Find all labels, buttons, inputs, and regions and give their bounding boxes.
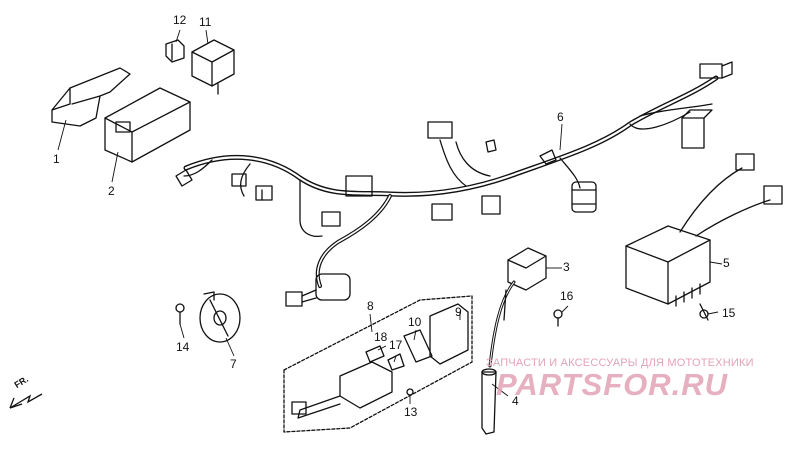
watermark-caption: ЗАПЧАСТИ И АКСЕССУАРЫ ДЛЯ МОТОТЕХНИКИ (486, 357, 754, 369)
label-part-1: 1 (53, 152, 60, 166)
part-16-bolt (553, 309, 563, 327)
part-15-bolt (699, 303, 709, 321)
part-1-bracket (51, 67, 131, 127)
label-part-9: 9 (455, 305, 462, 319)
leader-lines (57, 29, 723, 404)
label-part-13: 13 (404, 405, 418, 419)
label-part-11: 11 (199, 15, 212, 29)
label-part-3: 3 (563, 260, 570, 274)
part-2-cdi-unit (104, 87, 191, 163)
label-part-18: 18 (374, 330, 388, 344)
label-part-5: 5 (723, 256, 730, 270)
label-part-7: 7 (230, 357, 237, 371)
label-part-8: 8 (367, 299, 374, 313)
part-8-kit (283, 295, 473, 433)
label-part-10: 10 (408, 315, 422, 329)
label-part-2: 2 (108, 184, 115, 198)
part-5-regulator (625, 153, 783, 307)
watermark-brand-logo: PARTSFOR.RU (496, 367, 729, 402)
label-part-14: 14 (176, 340, 190, 354)
label-part-4: 4 (512, 394, 519, 408)
label-part-6: 6 (557, 110, 564, 124)
label-part-16: 16 (560, 289, 574, 303)
part-14-bolt (175, 303, 185, 325)
part-11-relay (191, 39, 235, 95)
part-7-horn (199, 291, 241, 343)
part-6-wiring-harness (175, 61, 733, 307)
label-part-17: 17 (389, 338, 403, 352)
part-4-plug-cap (481, 368, 497, 435)
part-3-ignition-coil (488, 247, 547, 368)
front-direction-arrow (9, 393, 43, 409)
label-part-15: 15 (722, 306, 736, 320)
label-part-12: 12 (173, 13, 187, 27)
part-12-connector (165, 39, 185, 63)
